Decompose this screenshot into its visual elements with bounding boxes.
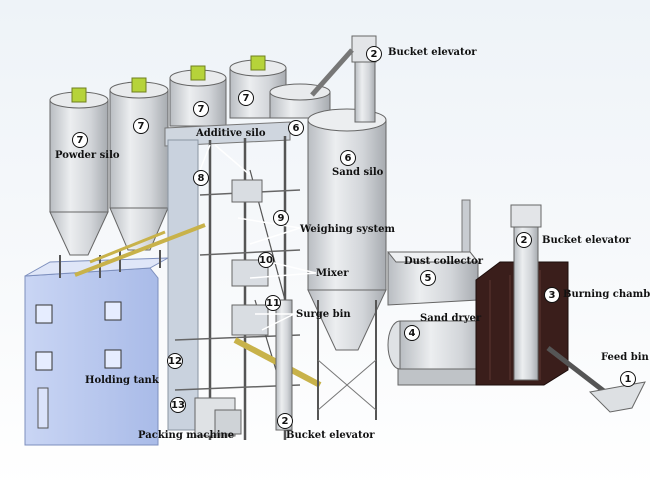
badge-additive-silo: 8 — [193, 170, 209, 186]
label-holding-tank: Holding tank — [85, 375, 159, 386]
label-mixer: Mixer — [316, 268, 349, 279]
badge-bucket-elevator-bottom: 2 — [277, 413, 293, 429]
label-dust-collector: Dust collector — [404, 256, 484, 267]
badge-powder-silo-3: 7 — [193, 101, 209, 117]
badge-bucket-elevator-right: 2 — [516, 232, 532, 248]
badge-sand-silo-big: 6 — [340, 150, 356, 166]
badge-burning-chamber: 3 — [544, 287, 560, 303]
label-powder-silo: Powder silo — [55, 150, 120, 161]
label-additive-silo: Additive silo — [196, 128, 266, 139]
label-feed-bin: Feed bin — [601, 352, 649, 363]
label-bucket-elevator-top: Bucket elevator — [388, 47, 477, 58]
badge-powder-silo-4: 7 — [238, 90, 254, 106]
badge-packing-machine: 13 — [170, 397, 186, 413]
label-bucket-elevator-bottom: Bucket elevator — [286, 430, 375, 441]
label-burning-chamber: Burning chamber — [563, 289, 650, 300]
label-packing-machine: Packing machine — [138, 430, 235, 441]
label-sand-dryer: Sand dryer — [420, 313, 482, 324]
badge-surge-bin: 11 — [265, 295, 281, 311]
badge-weighing-system: 9 — [273, 210, 289, 226]
label-bucket-elevator-right: Bucket elevator — [542, 235, 631, 246]
badge-mixer: 10 — [258, 252, 274, 268]
packing-machine — [194, 397, 242, 437]
bucket-elevator-right — [510, 204, 542, 381]
label-weighing-system: Weighing system — [300, 224, 396, 235]
leader-lines — [199, 144, 317, 331]
badge-sand-dryer: 4 — [404, 325, 420, 341]
powder-silos — [49, 55, 287, 278]
badge-feed-bin: 1 — [620, 371, 636, 387]
badge-bucket-elevator-top: 2 — [366, 46, 382, 62]
blue-building — [24, 257, 169, 446]
label-surge-bin: Surge bin — [296, 309, 351, 320]
badge-powder-silo-2: 7 — [72, 132, 88, 148]
badge-powder-silo-5: 7 — [133, 118, 149, 134]
dust-collector — [386, 199, 480, 306]
badge-holding-tank: 12 — [167, 353, 183, 369]
label-sand-silo: Sand silo — [332, 167, 384, 178]
bucket-elevator-bottom — [275, 299, 293, 431]
badge-dust-collector: 5 — [420, 270, 436, 286]
badge-sand-silo-small: 6 — [288, 120, 304, 136]
